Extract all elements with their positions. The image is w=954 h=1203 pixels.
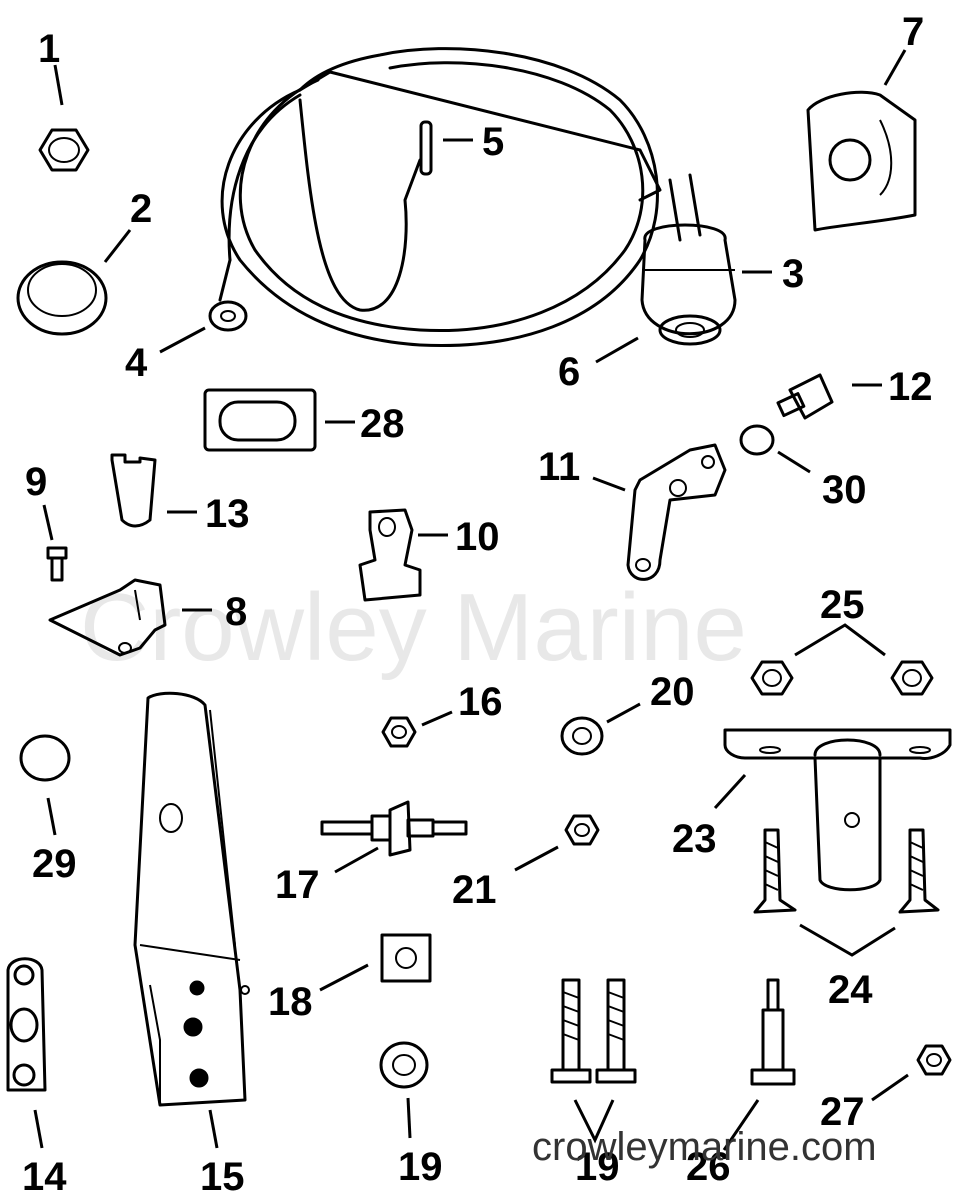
part-15-shift-arm bbox=[133, 691, 250, 1107]
leader-20 bbox=[606, 702, 641, 724]
part-13-clip bbox=[110, 453, 157, 528]
callout-14: 14 bbox=[22, 1155, 67, 1199]
leader-1 bbox=[53, 64, 64, 106]
part-12-screw bbox=[776, 373, 834, 420]
callout-15: 15 bbox=[200, 1155, 245, 1199]
callout-25: 25 bbox=[820, 583, 865, 627]
leader-11 bbox=[592, 476, 626, 492]
part-4-ring-terminal bbox=[208, 300, 248, 332]
callout-16: 16 bbox=[458, 680, 503, 724]
leader-9 bbox=[42, 504, 54, 541]
callout-21: 21 bbox=[452, 868, 497, 912]
site-watermark: crowleymarine.com bbox=[532, 1125, 877, 1169]
callout-20: 20 bbox=[650, 670, 695, 714]
part-2-grommet bbox=[16, 260, 108, 336]
callout-11: 11 bbox=[538, 445, 580, 489]
part-3-wire-harness bbox=[218, 47, 702, 348]
callout-17: 17 bbox=[275, 863, 320, 907]
part-26-shoulder-bolt bbox=[750, 978, 796, 1086]
part-29-plug bbox=[19, 734, 71, 782]
callout-1: 1 bbox=[38, 27, 60, 71]
part-14-link-plate bbox=[6, 957, 47, 1092]
leader-29 bbox=[46, 797, 57, 836]
callout-5: 5 bbox=[482, 120, 504, 164]
leader-15 bbox=[208, 1109, 219, 1149]
callout-3: 3 bbox=[782, 252, 804, 296]
part-17-stud bbox=[320, 800, 468, 857]
part-23-bracket bbox=[723, 728, 952, 892]
callout-26: 26 bbox=[686, 1145, 731, 1189]
callout-19a: 19 bbox=[398, 1145, 443, 1189]
callout-10: 10 bbox=[455, 515, 500, 559]
leader-17 bbox=[334, 846, 379, 874]
callout-18: 18 bbox=[268, 980, 313, 1024]
leader-18 bbox=[319, 963, 369, 992]
part-16-nut bbox=[381, 716, 417, 748]
callout-29: 29 bbox=[32, 842, 77, 886]
callout-4: 4 bbox=[125, 341, 148, 385]
callout-23: 23 bbox=[672, 817, 717, 861]
callout-24: 24 bbox=[828, 968, 873, 1012]
part-1-hex-nut bbox=[38, 128, 90, 172]
leader-25 bbox=[794, 623, 886, 657]
leader-19a bbox=[406, 1097, 412, 1139]
part-21-nut bbox=[564, 814, 600, 846]
leader-23 bbox=[713, 773, 747, 810]
part-25-hex-nuts bbox=[750, 660, 934, 696]
callout-7: 7 bbox=[902, 10, 924, 54]
callout-2: 2 bbox=[130, 187, 152, 231]
part-24-screws bbox=[753, 828, 940, 914]
leader-30 bbox=[777, 450, 811, 474]
leader-16 bbox=[421, 710, 453, 727]
leader-24 bbox=[799, 923, 896, 957]
part-5-connector-pin bbox=[419, 120, 433, 176]
callout-27: 27 bbox=[820, 1090, 865, 1134]
leader-14 bbox=[33, 1109, 44, 1149]
leader-21 bbox=[514, 845, 559, 872]
callout-13: 13 bbox=[205, 492, 250, 536]
part-18-square-nut bbox=[380, 933, 432, 983]
part-27-nut bbox=[916, 1044, 952, 1076]
callout-9: 9 bbox=[25, 460, 47, 504]
callout-12: 12 bbox=[888, 365, 933, 409]
callout-6: 6 bbox=[558, 350, 580, 394]
watermark-text: Crowley Marine bbox=[80, 574, 747, 681]
part-6-plug-grommet bbox=[640, 223, 737, 346]
part-20-washer bbox=[560, 716, 604, 756]
part-19-washer bbox=[379, 1041, 429, 1089]
leader-6 bbox=[595, 336, 639, 364]
leader-26 bbox=[722, 1099, 760, 1151]
callout-19b: 19 bbox=[575, 1145, 620, 1189]
leader-27 bbox=[871, 1073, 909, 1102]
callout-28: 28 bbox=[360, 402, 405, 446]
leader-4 bbox=[159, 326, 206, 354]
part-8-bracket-plate bbox=[48, 578, 167, 657]
callout-30: 30 bbox=[822, 468, 867, 512]
leader-19b bbox=[573, 1099, 615, 1144]
part-10-clamp bbox=[358, 508, 422, 602]
part-11-bracket bbox=[626, 443, 727, 581]
leader-2 bbox=[103, 229, 132, 263]
leader-7 bbox=[883, 49, 907, 86]
part-30-lock-washer bbox=[739, 424, 775, 456]
part-7-plate bbox=[806, 90, 917, 232]
part-9-bolt bbox=[46, 546, 68, 582]
part-28-rect-grommet bbox=[203, 388, 317, 452]
part-19-bolts bbox=[550, 978, 637, 1084]
callout-8: 8 bbox=[225, 590, 247, 634]
